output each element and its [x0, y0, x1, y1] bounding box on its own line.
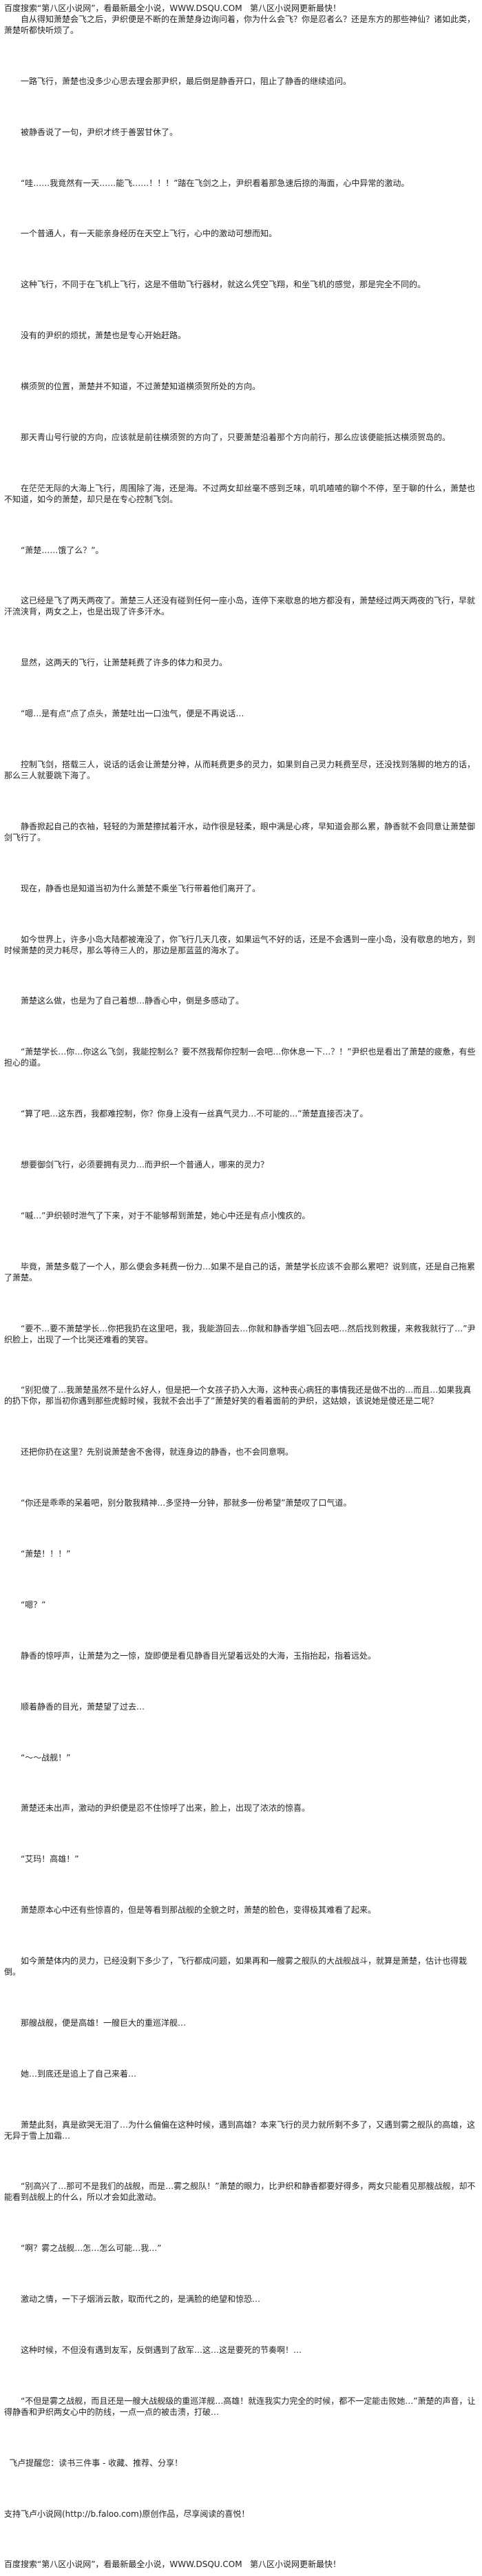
site-banner-top: 百度搜索“第八区小说网”，看最新最全小说，WWW.DSQU.COM 第八区小说网… — [4, 3, 341, 13]
story-paragraph: 毕竟，萧楚多载了一个人，那么便会多耗费一份力…如果不是自己的话，萧楚学长应该不会… — [4, 1261, 476, 1282]
story-paragraph: “哇……我竟然有一天……能飞……！！！”踏在飞剑之上，尹织看着那急速后掠的海面，… — [21, 178, 410, 188]
story-paragraph: 萧楚这么做，也是为了自己着想…静香心中，倒是多感动了。 — [21, 996, 244, 1006]
story-paragraph: 静香的惊呼声，让萧楚为之一惊，旋即便是看见静香目光望着远处的大海，玉指抬起，指着… — [21, 1650, 377, 1661]
story-paragraph: 没有的尹织的烦扰，萧楚也是专心开始赶路。 — [21, 331, 187, 341]
story-paragraph: 这种飞行，不同于在飞机上飞行，这是不借助飞行器材，就这么凭空飞翔，和坐飞机的感觉… — [21, 280, 426, 290]
story-paragraph: “要不…要不萧楚学长…你把我扔在这里吧，我，我能游回去…你就和静香学姐飞回去吧…… — [4, 1323, 476, 1344]
story-paragraph: “萧楚学长…你…你这么飞剑，我能控制么？要不然我帮你控制一会吧…你休息一下…？！… — [4, 1047, 476, 1068]
story-paragraph: 想要御剑飞行，必须要拥有灵力…而尹织一个普通人，哪来的灵力？ — [21, 1160, 269, 1170]
story-paragraph: “不但是雾之战舰，而且还是一艘大战舰级的重巡洋舰…高雄！就连我实力完全的时候，都… — [4, 2396, 476, 2417]
story-paragraph: 这种时候，不但没有遇到友军，反倒遇到了敌军…这…这是要死的节奏啊！… — [21, 2345, 302, 2355]
story-paragraph: 萧楚还未出声，激动的尹织便是忍不住惊呼了出来，脸上，出现了浓浓的惊喜。 — [21, 1803, 311, 1814]
story-paragraph: “～～战舰！” — [21, 1752, 71, 1763]
story-paragraph: “算了吧…这东西，我都难控制，你？你身上没有一丝真气灵力…不可能的…”萧楚直接否… — [21, 1109, 368, 1119]
story-paragraph: 自从得知萧楚会飞之后，尹织便是不断的在萧楚身边询问着，你为什么会飞？你是忍者么？… — [4, 14, 476, 35]
story-paragraph: 一个普通人，有一天能亲身经历在天空上飞行，心中的激动可想而知。 — [21, 229, 277, 239]
story-paragraph: 一路飞行，萧楚也没多少心思去理会那尹织，最后倒是静香开口，阻止了静香的继续追问。 — [21, 76, 352, 86]
story-paragraph: 这已经是飞了两天两夜了。萧楚三人还没有碰到任何一座小岛，连停下来歇息的地方都没有… — [4, 596, 476, 617]
story-paragraph: “艾玛！高雄！” — [21, 1854, 79, 1865]
reading-reminder: 飞卢提醒您：读书三件事 - 收藏、推荐、分享！ — [9, 2458, 183, 2468]
support-notice: 支持飞卢小说网(http://b.faloo.com)原创作品，尽享阅读的喜悦！ — [4, 2509, 250, 2519]
story-paragraph: 顺着静香的目光，萧楚望了过去… — [21, 1701, 145, 1712]
story-paragraph: “嗯？” — [21, 1599, 46, 1610]
story-paragraph: 萧楚原本心中还有些惊喜的，但是等看到那战舰的全貌之时，萧楚的脸色，变得极其难看了… — [21, 1905, 377, 1915]
story-paragraph: “嘁…”尹织顿时泄气了下来，对于不能够帮到萧楚，她心中还是有点小愧疚的。 — [21, 1210, 311, 1221]
story-paragraph: “啊？雾之战舰…怎…怎么可能…我…” — [21, 2243, 162, 2254]
story-paragraph: 她…到底还是追上了自己来着… — [21, 2068, 137, 2079]
story-paragraph: 在茫茫无际的大海上飞行，周围除了海，还是海。不过两女却丝毫不感到乏味，叽叽喳喳的… — [4, 483, 476, 504]
story-paragraph: 如今世界上，许多小岛大陆都被淹没了，你飞行几天几夜，如果运气不好的话，还是不会遇… — [4, 934, 476, 955]
story-paragraph: 控制飞剑，搭载三人，说话的话会让萧楚分神，从而耗费更多的灵力，如果到自己灵力耗费… — [4, 760, 476, 781]
story-paragraph: 激动之情，一下子烟消云散，取而代之的，是满脸的绝望和惊恐… — [21, 2294, 261, 2305]
story-paragraph: “别犯傻了…我萧楚虽然不是什么好人，但是把一个女孩子扔入大海，这种丧心病狂的事情… — [4, 1385, 472, 1406]
story-paragraph: 萧楚此刻，真是欲哭无泪了…为什么偏偏在这种时候，遇到高雄？本来飞行的灵力就所剩不… — [4, 2119, 476, 2141]
story-paragraph: 如今萧楚体内的灵力，已经没剩下多少了，飞行都成问题，如果再和一艘雾之舰队的大战舰… — [4, 1955, 468, 1977]
story-paragraph: “嗯…是有点”点了点头，萧楚吐出一口浊气，便是不再说话… — [21, 709, 244, 719]
top-block: 百度搜索“第八区小说网”，看最新最全小说，WWW.DSQU.COM 第八区小说网… — [4, 3, 478, 36]
story-paragraph: 横须贺的位置，萧楚并不知道，不过萧楚知道横须贺所处的方向。 — [21, 382, 261, 392]
story-paragraph: 被静香说了一句，尹织才终于善罢甘休了。 — [21, 127, 178, 137]
story-paragraph: 还把你扔在这里？先别说萧楚舍不舍得，就连身边的静香，也不会同意啊。 — [21, 1447, 294, 1457]
story-paragraph: 那天青山号行驶的方向，应该就是前往横须贺的方向了，只要萧楚沿着那个方向前行，那么… — [21, 432, 451, 442]
story-paragraph: “别高兴了…那可不是我们的战舰，而是…雾之舰队！”萧楚的眼力，比尹织和静香都要好… — [4, 2181, 476, 2203]
site-banner-bottom: 百度搜索“第八区小说网”，看最新最全小说，WWW.DSQU.COM 第八区小说网… — [4, 2559, 341, 2570]
story-paragraph: “萧楚！！！” — [21, 1549, 71, 1559]
story-paragraph: 那艘战舰，便是高雄！一艘巨大的重巡洋舰… — [21, 2017, 187, 2028]
story-paragraph: “萧楚……饿了么？”。 — [21, 545, 104, 555]
story-paragraph: 显然，这两天的飞行，让萧楚耗费了许多的体力和灵力。 — [21, 658, 228, 668]
story-paragraph: 静香掀起自己的衣袖，轻轻的为萧楚擦拭着汗水，动作很是轻柔，眼中满是心疼，早知道会… — [4, 821, 476, 842]
story-paragraph: 现在，静香也是知道当初为什么萧楚不乘坐飞行带着他们离开了。 — [21, 883, 261, 893]
story-paragraph: “你还是乖乖的呆着吧，别分散我精神…多坚持一分钟，那就多一份希望”萧楚叹了口气道… — [21, 1498, 352, 1508]
